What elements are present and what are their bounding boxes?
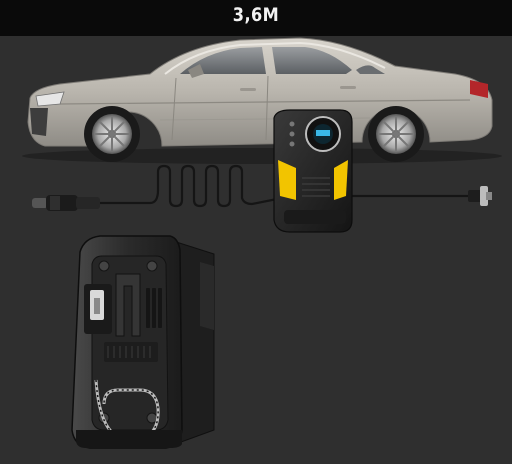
car-illustration [22,37,502,164]
pump-side-view [71,235,215,449]
front-wheel [84,106,140,162]
rear-wheel [368,106,424,162]
top-band [0,0,512,36]
cable-length-label: 3,6M [232,4,280,26]
air-chuck [468,186,492,206]
pump-front-view [273,109,353,233]
power-cable [100,164,470,208]
car-plug [32,195,100,211]
